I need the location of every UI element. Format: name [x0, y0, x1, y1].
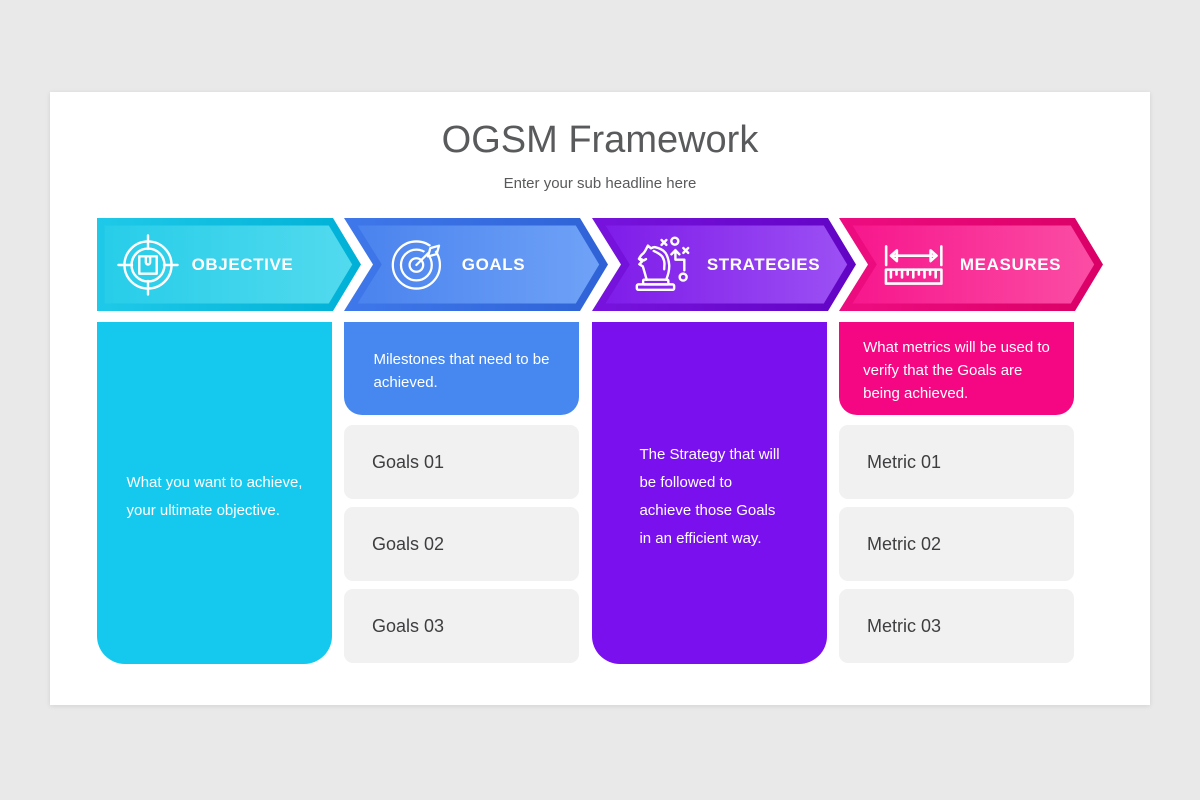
chess-knight-tactics-icon	[635, 235, 690, 291]
strategies-arrow-header: STRATEGIES	[592, 218, 856, 311]
objective-body-text: What you want to achieve, your ultimate …	[126, 474, 303, 519]
goals-item-3: Goals 03	[344, 589, 579, 663]
goals-header-label: GOALS	[461, 254, 526, 274]
target-crosshair-icon	[116, 233, 179, 296]
strategies-header-content: STRATEGIES	[608, 218, 844, 311]
slide: OGSM Framework Enter your sub headline h…	[50, 92, 1150, 705]
measures-item-1: Metric 01	[839, 425, 1074, 499]
measures-item-3: Metric 03	[839, 589, 1074, 663]
column-objective: OBJECTIVE What you want to achieve, your…	[97, 218, 361, 664]
column-strategies: STRATEGIES The Strategy that will be fol…	[592, 218, 856, 664]
goals-item-2-label: Goals 02	[372, 533, 445, 554]
goals-arrow-header: GOALS	[344, 218, 608, 311]
goals-item-1: Goals 01	[344, 425, 579, 499]
strategies-content: The Strategy that will be followed to ac…	[592, 322, 827, 664]
ruler-measure-icon	[884, 244, 943, 285]
goals-summary-text: Milestones that need to be achieved.	[373, 350, 550, 391]
measures-header-content: MEASURES	[853, 218, 1089, 311]
measures-arrow-header: MEASURES	[839, 218, 1103, 311]
goals-content: Milestones that need to be achieved. Goa…	[344, 322, 579, 671]
goals-item-1-label: Goals 01	[372, 451, 445, 472]
measures-content: What metrics will be used to verify that…	[839, 322, 1074, 671]
objective-content: What you want to achieve, your ultimate …	[97, 322, 332, 664]
objective-arrow-header: OBJECTIVE	[97, 218, 361, 311]
objective-arrow-shape	[97, 218, 361, 311]
strategies-header-label: STRATEGIES	[706, 254, 821, 274]
measures-item-2: Metric 02	[839, 507, 1074, 581]
objective-body-box: What you want to achieve, your ultimate …	[97, 322, 332, 664]
measures-item-1-label: Metric 01	[867, 451, 942, 472]
measures-summary-box: What metrics will be used to verify that…	[839, 322, 1074, 415]
column-measures: MEASURES What metrics will be used to ve…	[839, 218, 1103, 663]
measures-item-2-label: Metric 02	[867, 533, 942, 554]
goals-summary-box: Milestones that need to be achieved.	[344, 322, 579, 415]
dartboard-arrow-icon	[391, 239, 441, 290]
objective-header-label: OBJECTIVE	[191, 254, 294, 274]
column-goals: GOALS Milestones that need to be achieve…	[344, 218, 608, 663]
goals-header-content: GOALS	[340, 218, 576, 311]
page-title: OGSM Framework	[441, 119, 759, 161]
objective-header-content: OBJECTIVE	[87, 218, 323, 311]
goals-item-3-label: Goals 03	[372, 615, 445, 636]
goals-item-2: Goals 02	[344, 507, 579, 581]
measures-summary-text: What metrics will be used to verify that…	[863, 339, 1050, 402]
strategies-body-text: The Strategy that will be followed to ac…	[639, 446, 780, 547]
page-subtitle: Enter your sub headline here	[503, 174, 697, 192]
strategies-body-box: The Strategy that will be followed to ac…	[592, 322, 827, 664]
measures-header-label: MEASURES	[959, 254, 1062, 274]
measures-item-3-label: Metric 03	[867, 615, 942, 636]
